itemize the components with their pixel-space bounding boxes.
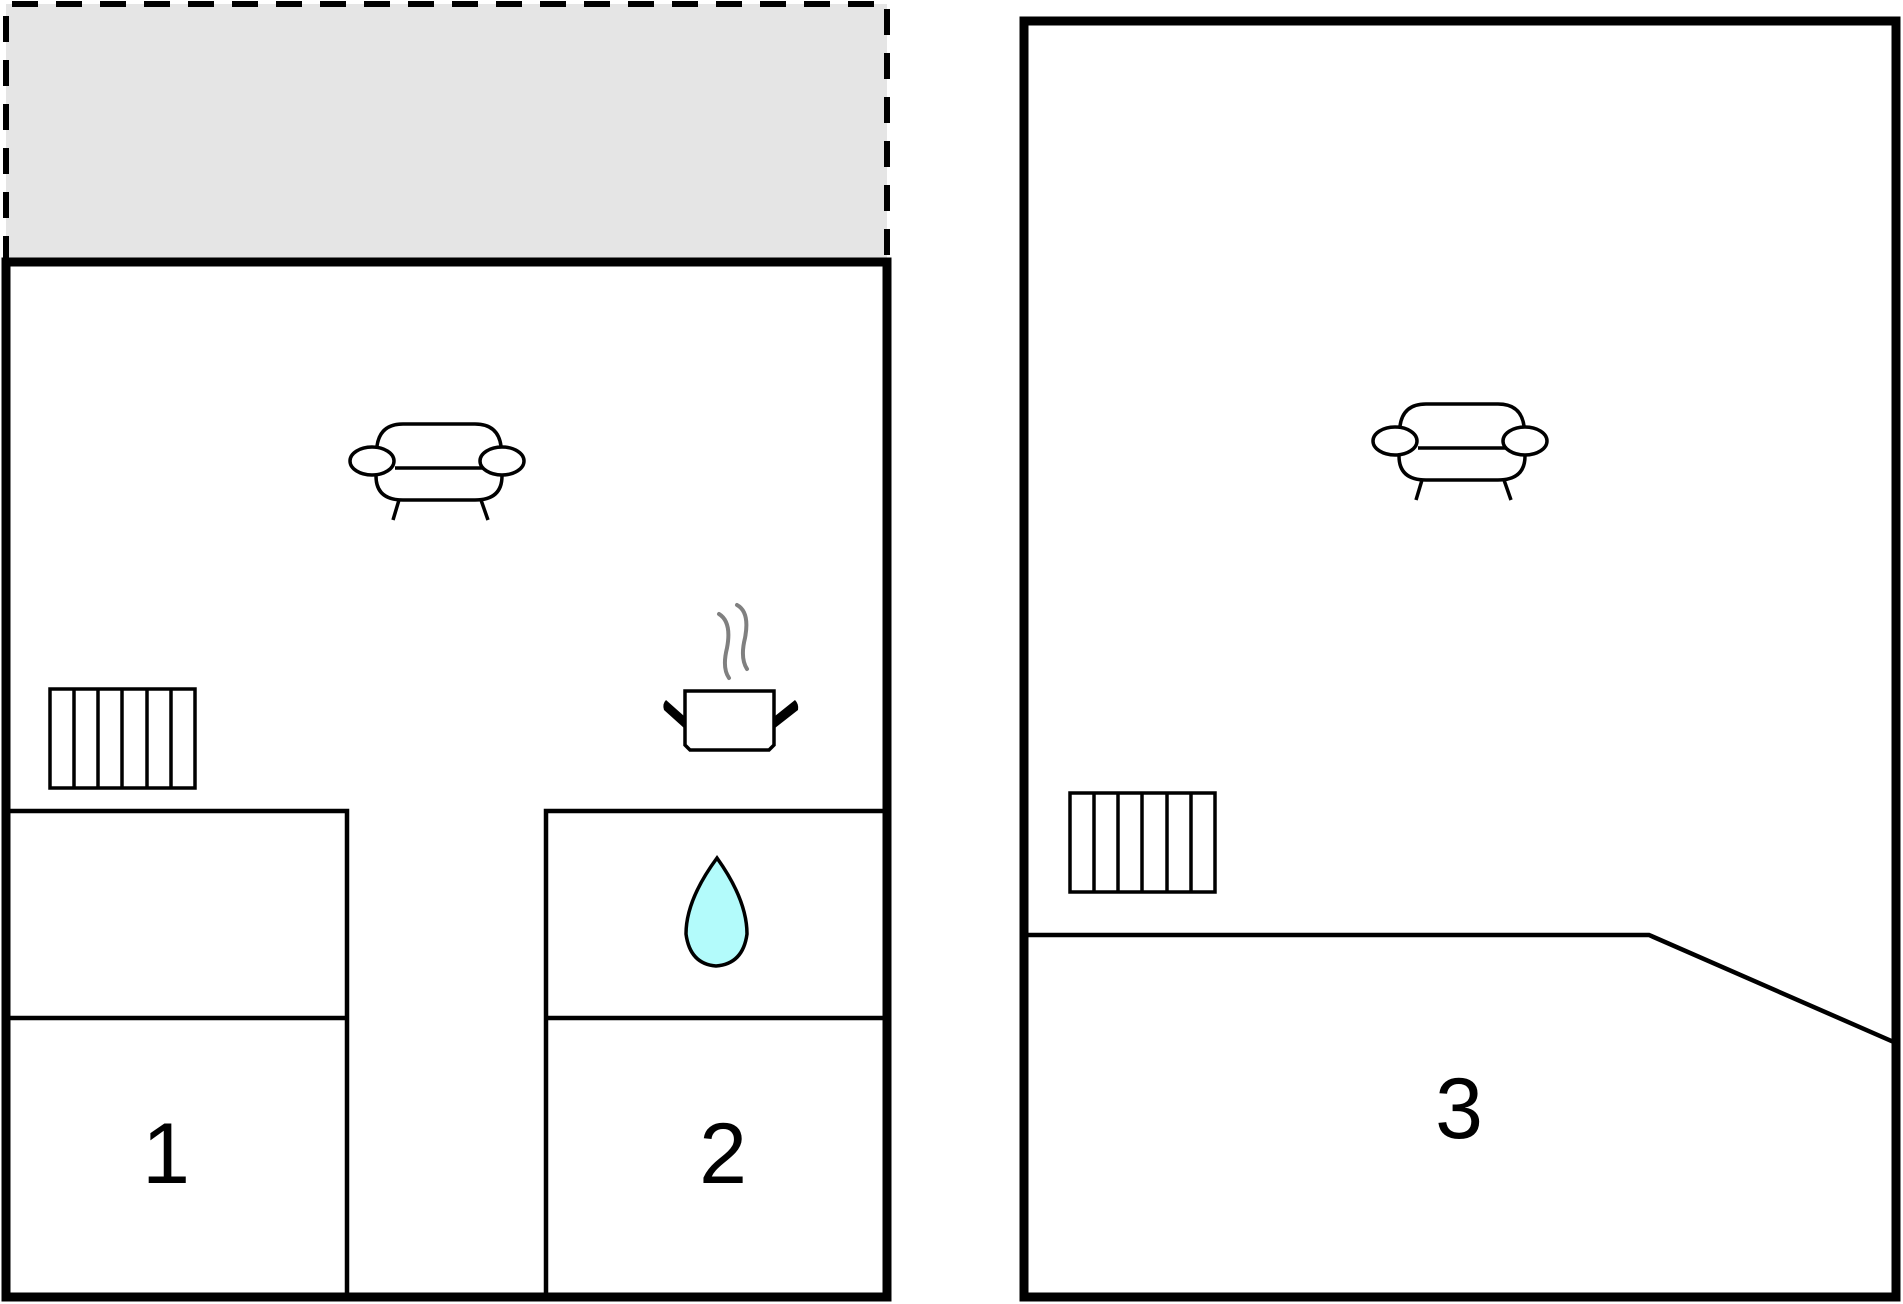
sofa-icon	[1371, 402, 1549, 501]
sofa-icon	[348, 422, 526, 521]
room-label-1: 1	[142, 1106, 190, 1202]
balcony	[3, 1, 890, 262]
cooking-pot-icon	[663, 603, 799, 752]
room-label-3: 3	[1435, 1061, 1483, 1157]
room-label-2: 2	[699, 1106, 747, 1202]
left-building-inner-walls	[6, 808, 887, 1297]
right-building-inner-wall	[1024, 932, 1897, 1046]
right-building-outer-wall	[1019, 16, 1901, 1302]
water-drop-icon	[684, 855, 749, 968]
radiator-icon	[1068, 791, 1217, 894]
left-building-outer-wall	[1, 257, 892, 1302]
radiator-icon	[48, 687, 197, 790]
